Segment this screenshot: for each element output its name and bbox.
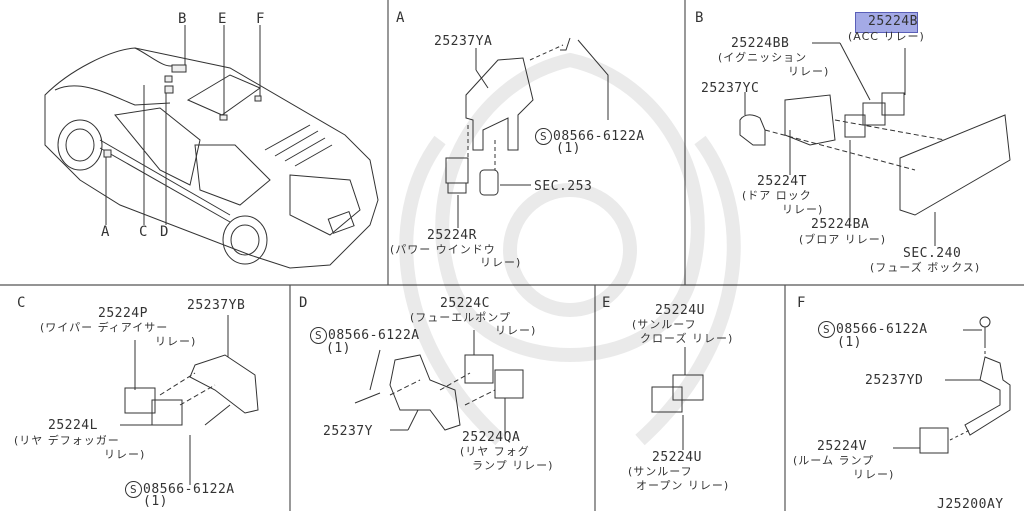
part-number: 08566-6122A: [328, 328, 420, 343]
diagram-id: J25200AY: [937, 497, 1004, 512]
panel-letter: A: [396, 10, 405, 26]
part-desc: リレー): [788, 65, 830, 78]
panel-letter: B: [695, 10, 704, 26]
part-desc: (フューズ ボックス): [870, 261, 981, 274]
part-desc: (サンルーフ: [632, 318, 697, 331]
part-desc: (ルーム ランプ: [793, 454, 875, 467]
part-desc: (イグニッション: [718, 51, 808, 64]
part-number: 25237YD: [865, 373, 924, 388]
part-number: 25224U: [652, 450, 702, 465]
panel-a-drawing: [445, 37, 609, 228]
locator-e: E: [218, 11, 227, 27]
panel-c-drawing: [120, 315, 259, 485]
part-number: 25237YC: [701, 81, 760, 96]
standard-part-icon: S: [535, 128, 552, 145]
part-desc: (リヤ フォグ: [460, 445, 530, 458]
part-desc: ランプ リレー): [472, 459, 554, 472]
part-desc: (ブロア リレー): [799, 233, 887, 246]
part-number: 08566-6122A: [553, 129, 645, 144]
part-suffix: B: [909, 14, 918, 29]
part-number: 08566-6122A: [143, 482, 235, 497]
section-ref: SEC.253: [534, 179, 593, 194]
part-desc: リレー): [495, 324, 537, 337]
part-desc: リレー): [104, 448, 146, 461]
part-desc: (ワイパー ディアイサー: [40, 321, 169, 334]
standard-part-icon: S: [310, 327, 327, 344]
part-desc: (パワー ウインドウ: [390, 243, 496, 256]
section-ref: SEC.240: [903, 246, 962, 261]
highlighted-part-number: 25224: [868, 14, 910, 29]
part-number: 25224V: [817, 439, 867, 454]
standard-part-icon: S: [818, 321, 835, 338]
panel-letter: F: [797, 295, 806, 311]
part-number: 25224BA: [811, 217, 870, 232]
panel-letter: C: [17, 295, 26, 311]
part-desc: オープン リレー): [636, 479, 730, 492]
part-number: 25224U: [655, 303, 705, 318]
part-desc: (ドア ロック: [742, 189, 812, 202]
part-qty: (1): [837, 335, 862, 350]
panel-letter: E: [602, 295, 611, 311]
locator-a: A: [101, 224, 110, 240]
part-qty: (1): [556, 141, 581, 156]
part-number: 25224QA: [462, 430, 521, 445]
overview-panel: B E F A C D: [0, 0, 388, 285]
vehicle-drawing: [44, 25, 379, 269]
part-desc: リレー): [155, 335, 197, 348]
part-desc: リレー): [480, 256, 522, 269]
part-desc: リレー): [782, 203, 824, 216]
panel-b: B 25224B (ACC リレー) 25224: [685, 0, 1024, 285]
locator-c: C: [139, 224, 148, 240]
part-number: 25224C: [440, 296, 490, 311]
panel-e-drawing: [651, 347, 704, 450]
part-number: 25224T: [757, 174, 807, 189]
panel-f-drawing: [893, 316, 1011, 454]
part-desc: (リヤ デフォッガー: [14, 434, 120, 447]
part-number: 08566-6122A: [836, 322, 928, 337]
locator-f: F: [256, 11, 265, 27]
part-number: 25237YA: [434, 34, 493, 49]
part-desc: (ACC リレー): [848, 30, 925, 43]
search-highlight: [855, 12, 918, 33]
standard-part-icon: S: [125, 481, 142, 498]
part-number: 25224L: [48, 418, 98, 433]
part-desc: (フューエルポンプ: [410, 311, 511, 324]
part-number: 25224BB: [731, 36, 790, 51]
part-qty: (1): [326, 341, 351, 356]
part-number: 25237YB: [187, 298, 246, 313]
locator-b: B: [178, 11, 187, 27]
panel-d-drawing: [354, 330, 524, 435]
part-number: 25237Y: [323, 424, 373, 439]
panel-c: C 25224P (ワイパー ディアイサー リレー) 25237YB 25224…: [0, 285, 290, 511]
panel-b-drawing: [739, 42, 1011, 246]
part-number-target: 25224B: [868, 15, 918, 28]
locator-d: D: [160, 224, 169, 240]
part-qty: (1): [143, 494, 168, 509]
part-number: 25224R: [427, 228, 477, 243]
part-desc: (サンルーフ: [628, 465, 693, 478]
part-desc: クローズ リレー): [640, 332, 734, 345]
part-number: 25224P: [98, 306, 148, 321]
panel-letter: D: [299, 295, 308, 311]
panel-e: E 25224U (サンルーフ クローズ リレー) 25224U (サンルーフ …: [595, 285, 785, 511]
part-desc: リレー): [853, 468, 895, 481]
